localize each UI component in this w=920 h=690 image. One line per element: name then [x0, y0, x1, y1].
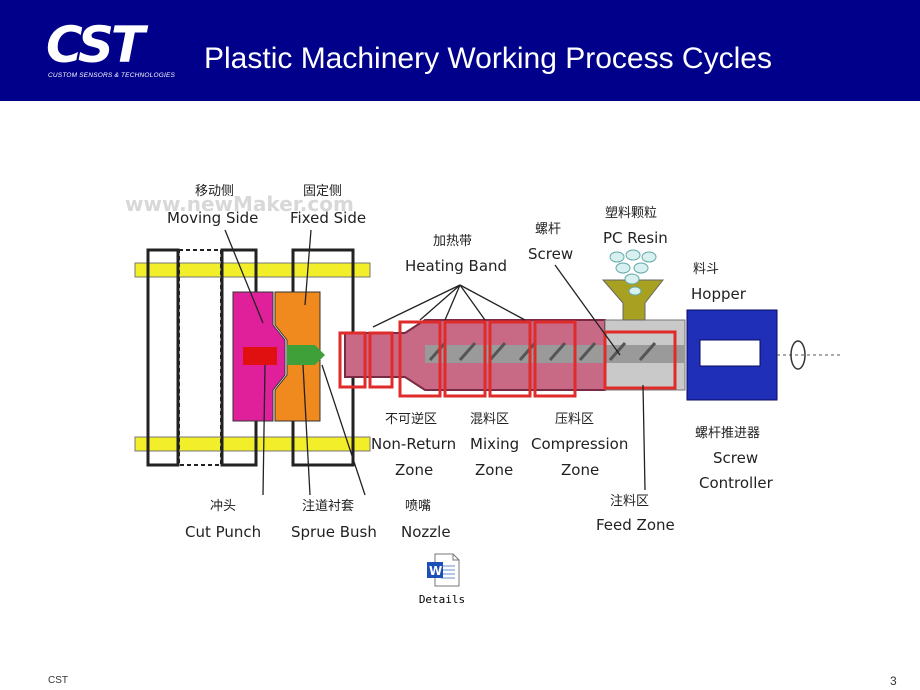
rear-platen: [146, 248, 180, 467]
header-bar: CST CUSTOM SENSORS & TECHNOLOGIES Plasti…: [0, 0, 920, 101]
compression-zone-label: Zone: [561, 461, 599, 479]
fixed-side-label: Fixed Side: [290, 209, 366, 227]
moving-side-label: Moving Side: [167, 209, 258, 227]
logo-subtitle: CUSTOM SENSORS & TECHNOLOGIES: [48, 72, 176, 79]
logo-text: CST: [46, 16, 145, 74]
feed-zone-label: Feed Zone: [596, 516, 675, 534]
non-return-cn-label: 不可逆区: [385, 411, 437, 427]
heating-band-cn-label: 加热带: [433, 234, 472, 249]
svg-text:W: W: [429, 564, 442, 578]
cut-punch-part: [243, 347, 277, 365]
sprue-bush-label: Sprue Bush: [291, 523, 377, 541]
cst-logo: CST CUSTOM SENSORS & TECHNOLOGIES: [46, 18, 181, 84]
nozzle-cn-label: 喷嘴: [405, 499, 431, 514]
mixing-label: Mixing: [470, 435, 519, 453]
screw-controller-label-2: Controller: [699, 474, 774, 492]
non-return-label: Non-Return: [371, 435, 456, 453]
screw-controller-slot: [699, 339, 761, 367]
screw-label: Screw: [528, 245, 573, 263]
mixing-zone-label: Zone: [475, 461, 513, 479]
fixed-side-cn-label: 固定侧: [303, 184, 342, 199]
screw-cn-label: 螺杆: [535, 222, 561, 237]
compression-cn-label: 压料区: [555, 412, 594, 427]
moving-side-cn-label: 移动侧: [195, 184, 234, 199]
watermark-text: www.newMaker.com: [125, 192, 354, 216]
heating-band-label: Heating Band: [405, 257, 507, 275]
top-tie-rail: [134, 262, 371, 278]
hopper-body: [601, 279, 665, 321]
cut-punch-cn-label: 冲头: [210, 499, 236, 514]
sprue-bush-part: [287, 345, 325, 365]
non-return-zone-label: Zone: [395, 461, 433, 479]
feed-zone-cn-label: 注料区: [610, 494, 649, 509]
attachment-label[interactable]: Details: [418, 593, 466, 606]
pc-resin-cn-label: 塑料颗粒: [605, 206, 657, 221]
pc-resin-pellets: [609, 249, 657, 296]
callout-lines: [224, 229, 646, 496]
word-document-icon[interactable]: W: [425, 552, 461, 588]
footer-company: CST: [48, 675, 68, 686]
hopper-label: Hopper: [691, 285, 747, 303]
page-number: 3: [890, 674, 897, 688]
mixing-cn-label: 混料区: [470, 412, 509, 427]
injection-machine-diagram: www.newMaker.com: [125, 184, 843, 541]
compression-label: Compression: [531, 435, 628, 453]
screw-controller-label: Screw: [713, 449, 758, 467]
heating-band-boxes: [338, 320, 677, 398]
hopper-cn-label: 料斗: [693, 262, 719, 277]
screw-controller-cn-label: 螺杆推进器: [695, 426, 760, 441]
rotation-arrow-icon: [790, 340, 806, 370]
nozzle-label: Nozzle: [401, 523, 451, 541]
page-title: Plastic Machinery Working Process Cycles: [204, 42, 772, 75]
cut-punch-label: Cut Punch: [185, 523, 261, 541]
pc-resin-label: PC Resin: [603, 229, 668, 247]
screw-flights: [428, 342, 657, 361]
sprue-bush-cn-label: 注道衬套: [302, 498, 354, 514]
platen-dashed-travel: [178, 249, 222, 466]
bottom-tie-rail: [134, 436, 371, 452]
